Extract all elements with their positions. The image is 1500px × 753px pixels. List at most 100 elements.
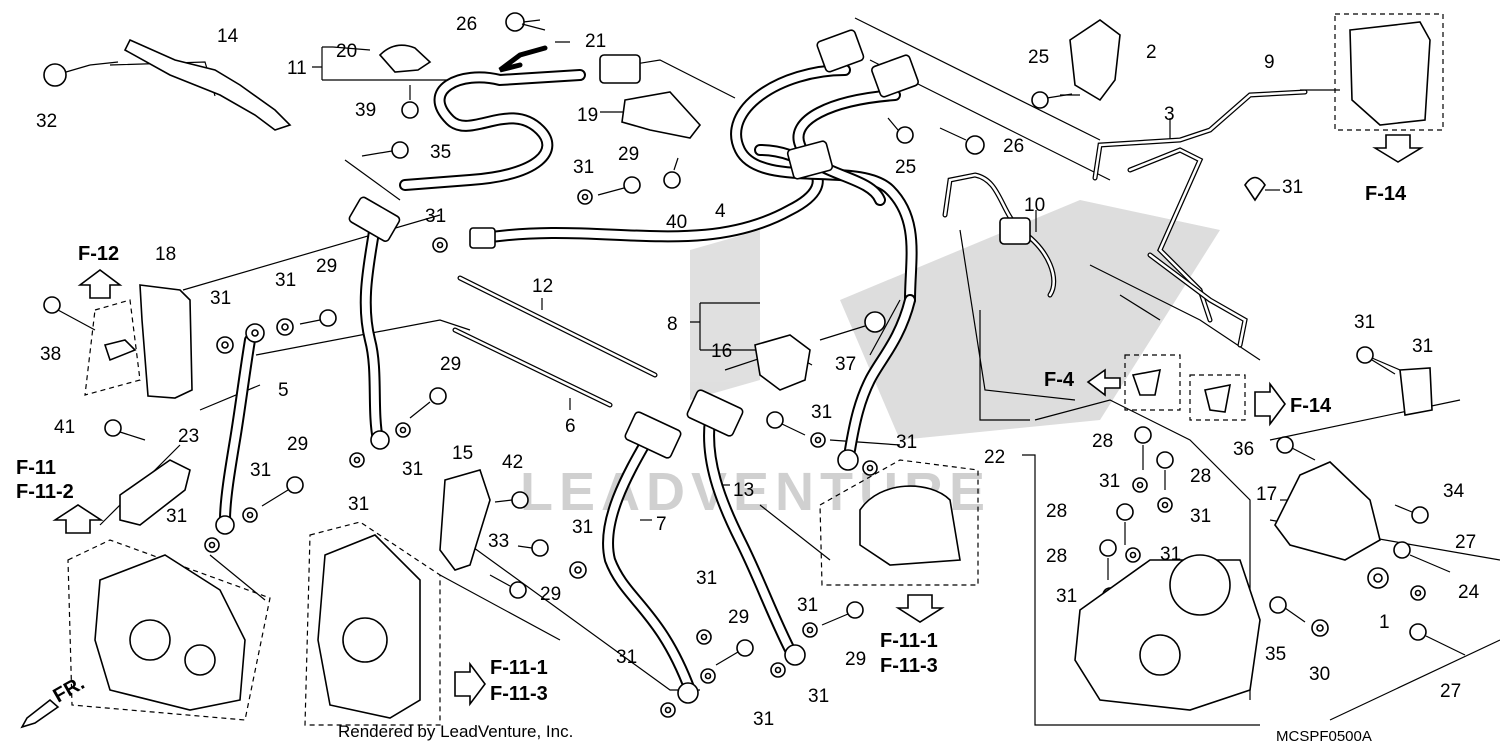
bolt-28 (1116, 503, 1134, 545)
callout-1: 1 (1379, 612, 1390, 633)
hose-upper-loop (399, 69, 586, 191)
joint-block-upper-front (816, 29, 865, 73)
ref-f11-2: F-11-2 (16, 481, 74, 503)
callout-43-b: 42 (502, 452, 523, 473)
callout-11: 11 (287, 58, 307, 79)
callout-31: 31 (166, 506, 187, 527)
arrow-up-f11 (52, 504, 104, 534)
valve-f14 (1349, 21, 1431, 126)
ref-f11-3-b: F-11-3 (880, 655, 938, 677)
joint-block-top (599, 54, 641, 84)
callout-30: 30 (1309, 664, 1330, 685)
callout-28-b: 28 (1190, 466, 1211, 487)
arrow-down-f11 (895, 594, 945, 623)
fitting-f4 (1131, 368, 1162, 396)
callout-6: 6 (565, 416, 576, 437)
bolt-29 (715, 639, 754, 666)
callout-31: 31 (275, 270, 296, 291)
washer (216, 336, 234, 354)
callout-23: 23 (178, 426, 199, 447)
washer (1410, 585, 1426, 601)
callout-7: 7 (656, 514, 667, 535)
callout-40: 37 (835, 354, 856, 375)
washer (1125, 547, 1141, 563)
assemblies (94, 485, 1261, 719)
ref-f11-3: F-11-3 (490, 683, 548, 705)
bracket-33 (1399, 367, 1433, 416)
callout-17: 17 (1256, 484, 1277, 505)
ref-f11: F-11 (16, 457, 56, 479)
callout-42-a: 39 (355, 100, 376, 121)
callout-39: 36 (1233, 439, 1254, 460)
bolt-40 (819, 311, 886, 341)
callout-42-b: 40 (666, 212, 687, 233)
nut-1 (1367, 567, 1389, 589)
hose-clamp-front (786, 140, 834, 180)
hose-7 (602, 429, 696, 696)
callout-9: 9 (1264, 52, 1275, 73)
callout-26-a: 26 (456, 14, 477, 35)
bolt-29 (597, 176, 641, 196)
ref-f4: F-4 (1044, 369, 1075, 391)
washer (1157, 497, 1173, 513)
callout-33: 31 (1412, 336, 1433, 357)
bracket-23 (119, 459, 191, 526)
callout-31: 31 (402, 459, 423, 480)
callout-31: 31 (896, 432, 917, 453)
callout-31: 31 (1160, 544, 1181, 565)
washer (245, 323, 265, 343)
callout-3: 3 (1164, 104, 1175, 125)
callout-4: 4 (715, 201, 726, 222)
callout-10: 10 (1024, 195, 1045, 216)
callout-31: 31 (808, 686, 829, 707)
washer (204, 537, 220, 553)
callout-27-a: 27 (1455, 532, 1476, 553)
bolt-42 (401, 85, 419, 119)
washer (696, 629, 712, 645)
washer (569, 561, 587, 579)
washer (242, 507, 258, 523)
joint-block-7 (624, 411, 682, 459)
callout-31: 31 (573, 157, 594, 178)
diagram-code: MCSPF0500A (1276, 728, 1372, 745)
bolt-25 (887, 117, 914, 144)
banjo-end (215, 515, 235, 535)
callout-29: 29 (287, 434, 308, 455)
clip-20 (378, 44, 432, 73)
callout-28-d: 28 (1046, 546, 1067, 567)
callout-43-a: 41 (54, 417, 75, 438)
bolt-29 (409, 387, 447, 419)
banjo-4 (469, 227, 496, 249)
callout-26-b: 26 (1003, 136, 1024, 157)
callout-31: 31 (348, 494, 369, 515)
banjo-end (677, 682, 699, 704)
brackets (103, 19, 1433, 571)
washer (276, 318, 294, 336)
bracket-17 (1274, 461, 1381, 561)
ref-f11-1-b: F-11-1 (880, 630, 938, 652)
callout-29: 29 (316, 256, 337, 277)
bolt-36 (1394, 504, 1429, 524)
bolt-28 (1156, 451, 1174, 490)
washer (770, 662, 786, 678)
washer (432, 237, 448, 253)
callout-31: 31 (1190, 506, 1211, 527)
credit-text: Rendered by LeadVenture, Inc. (338, 722, 573, 741)
banjo-end (837, 449, 859, 471)
bolt-37 (1269, 596, 1306, 623)
ref-f14-a: F-14 (1290, 395, 1332, 417)
callout-36: 34 (1443, 481, 1465, 502)
callout-41: 38 (40, 344, 61, 365)
reference-arrows (20, 134, 1424, 729)
hose-down-8 (844, 294, 916, 456)
callout-8: 8 (667, 314, 678, 335)
clip-41 (103, 339, 137, 362)
bolt-39 (1276, 436, 1316, 461)
callout-28-c: 28 (1046, 501, 1067, 522)
washer (700, 668, 716, 684)
hose-front-loop (730, 64, 918, 306)
hose-5 (219, 334, 256, 526)
callout-25-a: 25 (1028, 47, 1049, 68)
callout-19: 19 (577, 105, 598, 126)
